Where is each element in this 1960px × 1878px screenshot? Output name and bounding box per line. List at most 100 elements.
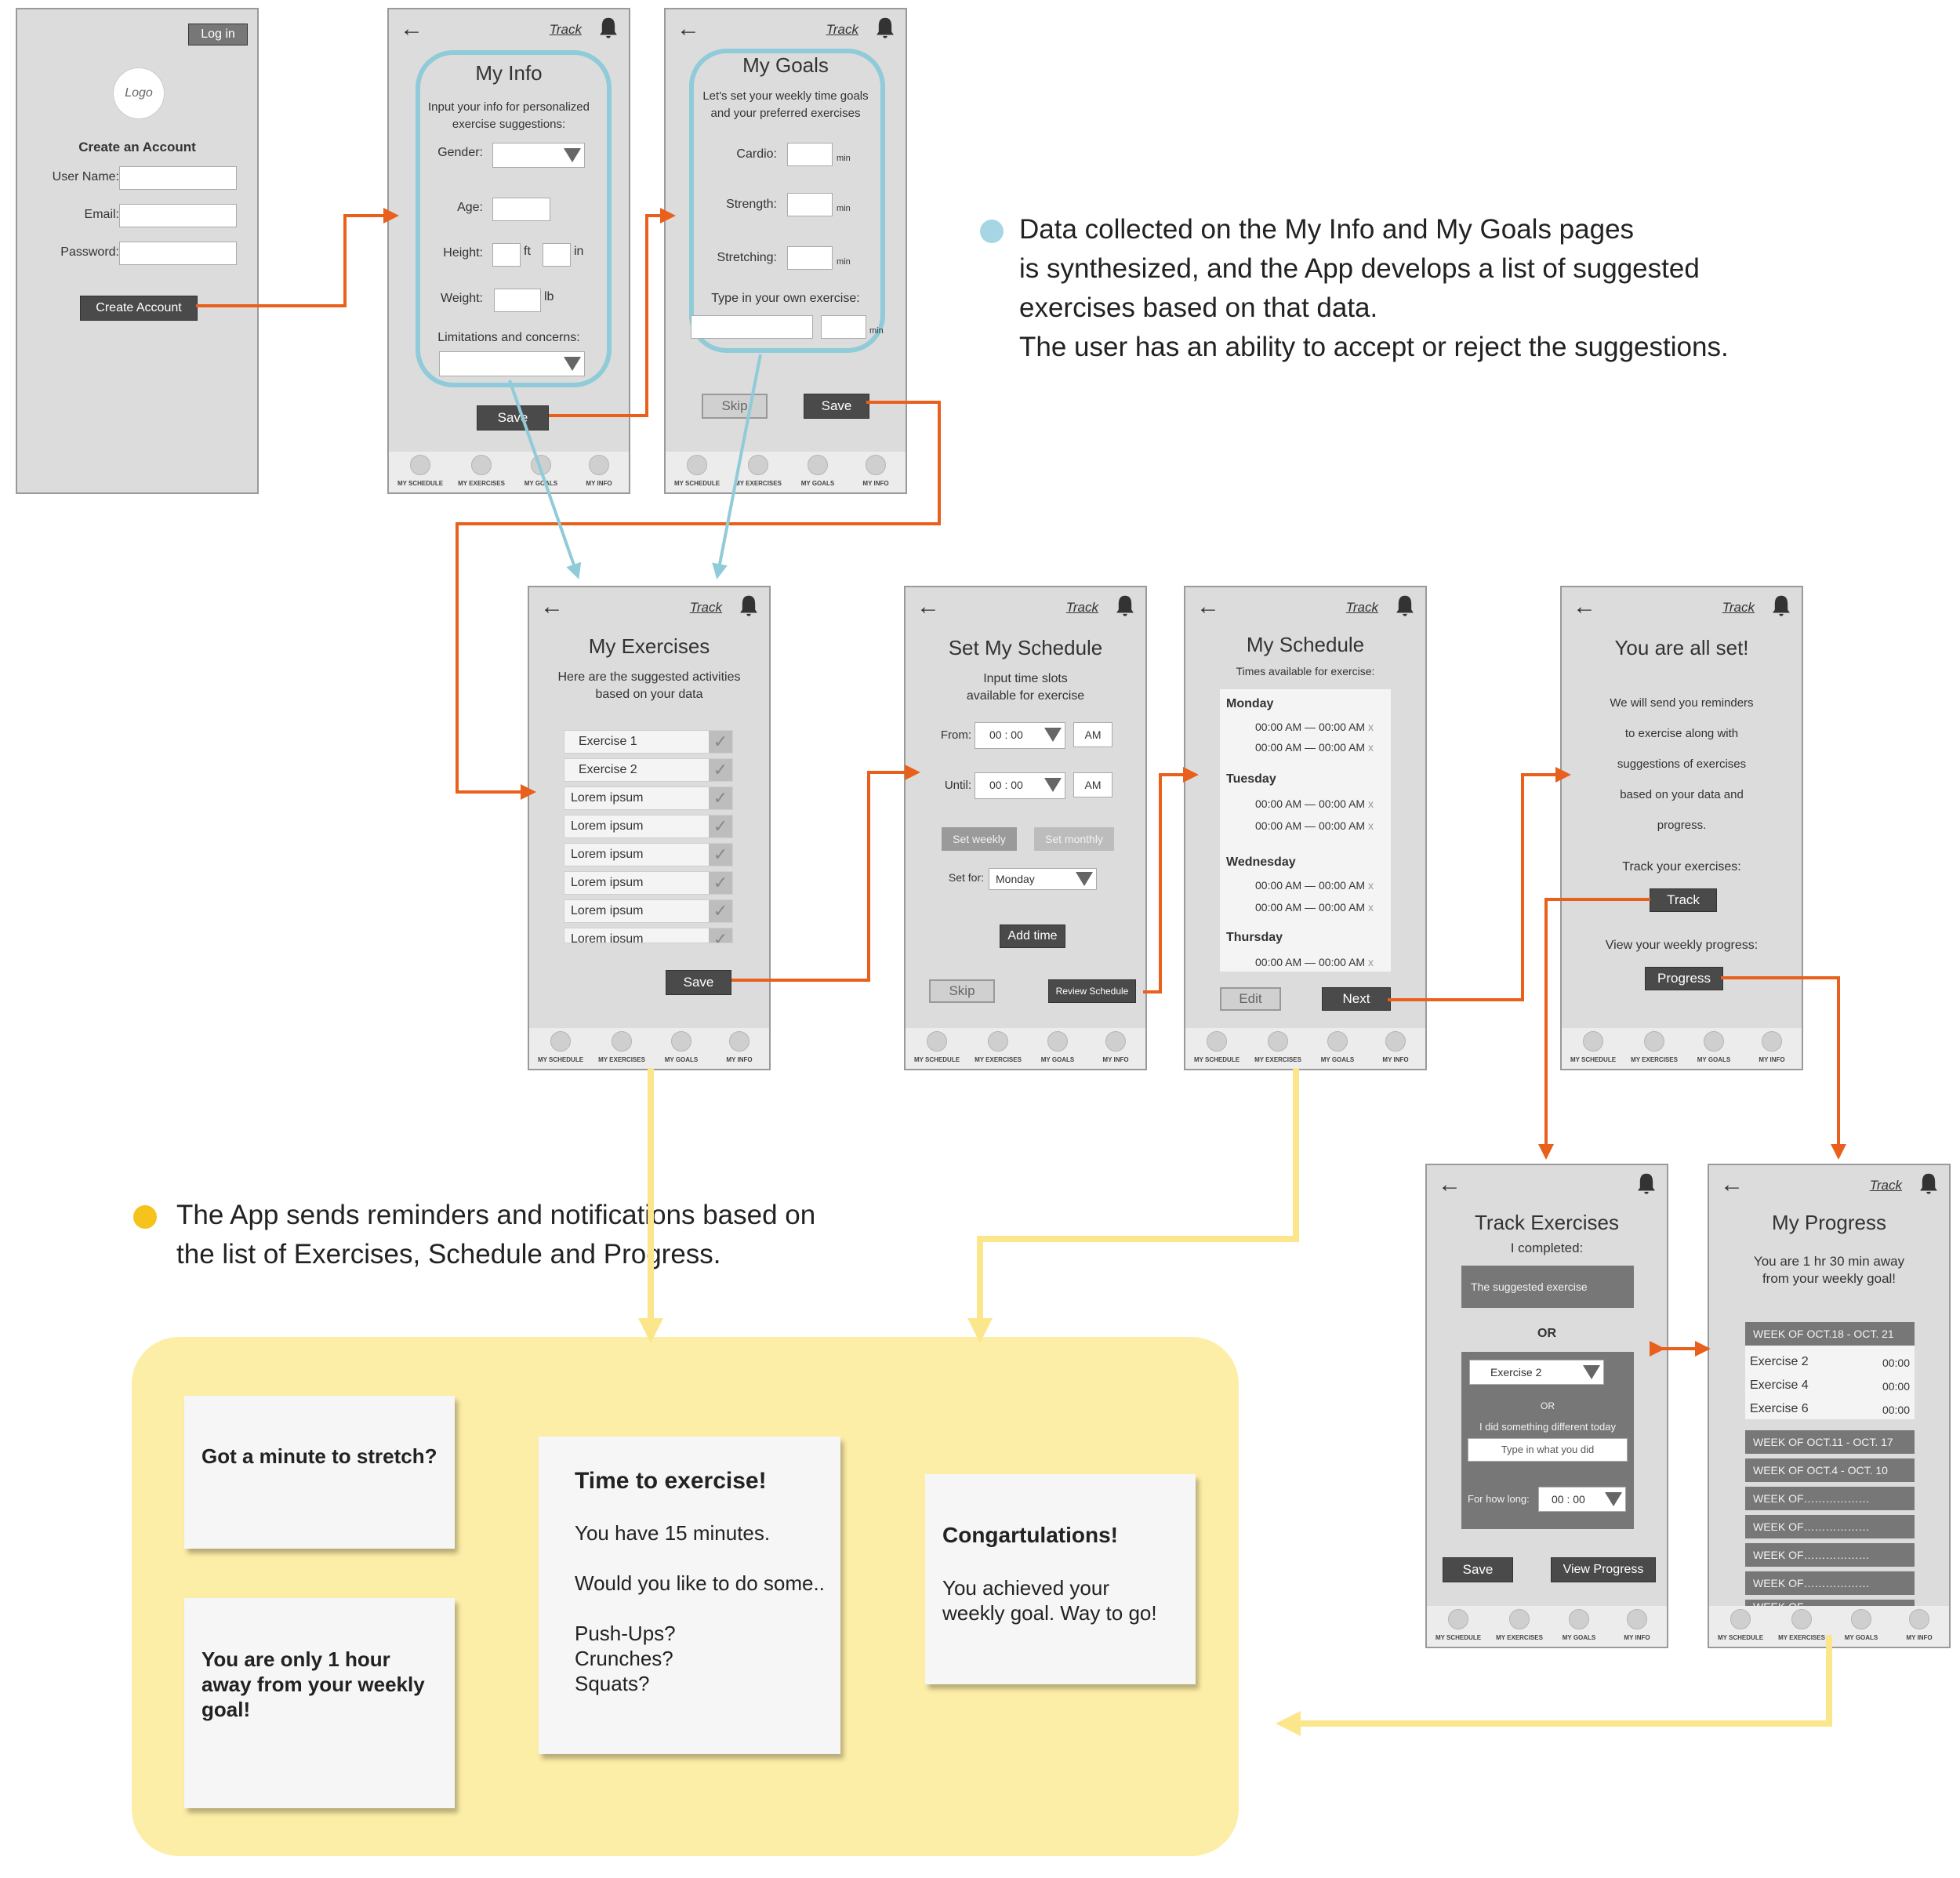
set-weekly-button[interactable]: Set weekly: [942, 827, 1017, 851]
bell-icon[interactable]: [597, 16, 619, 39]
bell-icon[interactable]: [874, 16, 896, 39]
week-header[interactable]: WEEK OF………………: [1745, 1543, 1915, 1567]
week-header[interactable]: WEEK OF OCT.11 - OCT. 17: [1745, 1430, 1915, 1454]
progress-button[interactable]: Progress: [1645, 967, 1723, 990]
nav-my-goals[interactable]: MY GOALS: [1308, 1031, 1367, 1063]
nav-my-schedule[interactable]: MY SCHEDULE: [390, 455, 450, 487]
nav-my-goals[interactable]: MY GOALS: [1684, 1031, 1744, 1063]
view-progress-button[interactable]: View Progress: [1551, 1557, 1656, 1582]
check-icon[interactable]: ✓: [709, 815, 732, 837]
nav-my-goals[interactable]: MY GOALS: [788, 455, 848, 487]
arrow-left-icon[interactable]: ←: [400, 16, 423, 42]
nav-my-info[interactable]: MY INFO: [846, 455, 906, 487]
time-slot[interactable]: 00:00 AM — 00:00 AM x: [1255, 956, 1374, 968]
list-item[interactable]: Lorem ipsum✓: [564, 815, 733, 838]
track-button[interactable]: Track: [1650, 888, 1717, 912]
suggested-exercise-button[interactable]: The suggested exercise: [1461, 1266, 1634, 1308]
nav-my-info[interactable]: MY INFO: [1366, 1031, 1425, 1063]
nav-my-schedule[interactable]: MY SCHEDULE: [1187, 1031, 1247, 1063]
nav-my-schedule[interactable]: MY SCHEDULE: [1428, 1609, 1488, 1641]
skip-button[interactable]: Skip: [929, 979, 995, 1003]
arrow-left-icon[interactable]: ←: [1438, 1171, 1461, 1197]
track-link[interactable]: Track: [826, 22, 858, 37]
nav-my-info[interactable]: MY INFO: [1607, 1609, 1667, 1641]
email-input[interactable]: [119, 204, 237, 227]
height-in-input[interactable]: [543, 243, 571, 267]
own-exercise-input[interactable]: [691, 315, 813, 339]
weight-input[interactable]: [494, 289, 541, 312]
bell-icon[interactable]: [1394, 594, 1416, 617]
password-input[interactable]: [119, 242, 237, 265]
arrow-left-icon[interactable]: ←: [677, 16, 700, 42]
check-icon[interactable]: ✓: [709, 928, 732, 943]
from-time-select[interactable]: 00 : 00: [975, 722, 1065, 749]
week-header-current[interactable]: WEEK OF OCT.18 - OCT. 21: [1745, 1322, 1915, 1346]
bell-icon[interactable]: [1918, 1171, 1940, 1195]
list-item[interactable]: Lorem ipsum✓: [564, 899, 733, 923]
track-link[interactable]: Track: [1722, 600, 1755, 615]
nav-my-goals[interactable]: MY GOALS: [1831, 1609, 1891, 1641]
nav-my-exercises[interactable]: MY EXERCISES: [592, 1031, 652, 1063]
how-long-select[interactable]: 00 : 00: [1538, 1487, 1626, 1512]
week-header[interactable]: WEEK OF………………: [1745, 1515, 1915, 1538]
username-input[interactable]: [119, 166, 237, 190]
cardio-input[interactable]: [787, 143, 833, 166]
nav-my-info[interactable]: MY INFO: [710, 1031, 769, 1063]
type-in-input[interactable]: Type in what you did: [1468, 1438, 1628, 1462]
nav-my-info[interactable]: MY INFO: [1086, 1031, 1145, 1063]
check-icon[interactable]: ✓: [709, 872, 732, 894]
week-header[interactable]: WEEK OF………………: [1745, 1571, 1915, 1595]
limitations-select[interactable]: [439, 351, 585, 376]
week-header[interactable]: WEEK OF: [1745, 1600, 1915, 1606]
list-item[interactable]: Lorem ipsum✓: [564, 843, 733, 866]
list-item[interactable]: Exercise 2✓: [564, 758, 733, 782]
nav-my-info[interactable]: MY INFO: [569, 455, 629, 487]
time-slot[interactable]: 00:00 AM — 00:00 AM x: [1255, 797, 1374, 810]
time-slot[interactable]: 00:00 AM — 00:00 AM x: [1255, 879, 1374, 892]
check-icon[interactable]: ✓: [709, 731, 732, 753]
arrow-left-icon[interactable]: ←: [916, 594, 940, 619]
time-slot[interactable]: 00:00 AM — 00:00 AM x: [1255, 721, 1374, 733]
height-ft-input[interactable]: [492, 243, 521, 267]
save-button[interactable]: Save: [477, 405, 549, 430]
nav-my-schedule[interactable]: MY SCHEDULE: [1563, 1031, 1623, 1063]
save-button[interactable]: Save: [666, 970, 731, 995]
notification-time-to-exercise[interactable]: Time to exercise! You have 15 minutes. W…: [539, 1437, 840, 1754]
strength-input[interactable]: [787, 193, 833, 216]
list-item[interactable]: Lorem ipsum✓: [564, 786, 733, 810]
track-link[interactable]: Track: [1065, 600, 1098, 615]
age-input[interactable]: [492, 198, 550, 221]
nav-my-schedule[interactable]: MY SCHEDULE: [907, 1031, 967, 1063]
list-item[interactable]: Exercise 1✓: [564, 730, 733, 754]
notification-stretch[interactable]: Got a minute to stretch?: [184, 1396, 455, 1549]
list-item[interactable]: Lorem ipsum✓: [564, 928, 733, 943]
create-account-button[interactable]: Create Account: [80, 296, 198, 321]
week-header[interactable]: WEEK OF OCT.4 - OCT. 10: [1745, 1458, 1915, 1482]
check-icon[interactable]: ✓: [709, 844, 732, 866]
from-ampm[interactable]: AM: [1073, 722, 1112, 747]
arrow-left-icon[interactable]: ←: [1720, 1171, 1744, 1197]
gender-select[interactable]: [492, 143, 585, 168]
time-slot[interactable]: 00:00 AM — 00:00 AM x: [1255, 901, 1374, 914]
nav-my-goals[interactable]: MY GOALS: [511, 455, 571, 487]
list-item[interactable]: Lorem ipsum✓: [564, 871, 733, 895]
nav-my-goals[interactable]: MY GOALS: [1549, 1609, 1609, 1641]
own-exercise-time-input[interactable]: [821, 315, 866, 339]
track-link[interactable]: Track: [1345, 600, 1378, 615]
login-button[interactable]: Log in: [188, 24, 248, 45]
exercise-select[interactable]: Exercise 2: [1469, 1360, 1604, 1385]
until-time-select[interactable]: 00 : 00: [975, 772, 1065, 799]
nav-my-info[interactable]: MY INFO: [1889, 1609, 1949, 1641]
nav-my-goals[interactable]: MY GOALS: [652, 1031, 711, 1063]
nav-my-exercises[interactable]: MY EXERCISES: [1490, 1609, 1549, 1641]
time-slot[interactable]: 00:00 AM — 00:00 AM x: [1255, 819, 1374, 832]
set-for-select[interactable]: Monday: [989, 868, 1097, 890]
stretching-input[interactable]: [787, 246, 833, 270]
check-icon[interactable]: ✓: [709, 759, 732, 781]
save-button[interactable]: Save: [1443, 1557, 1513, 1582]
add-time-button[interactable]: Add time: [1000, 924, 1065, 948]
nav-my-info[interactable]: MY INFO: [1742, 1031, 1802, 1063]
edit-button[interactable]: Edit: [1220, 987, 1281, 1011]
review-schedule-button[interactable]: Review Schedule: [1048, 979, 1136, 1003]
